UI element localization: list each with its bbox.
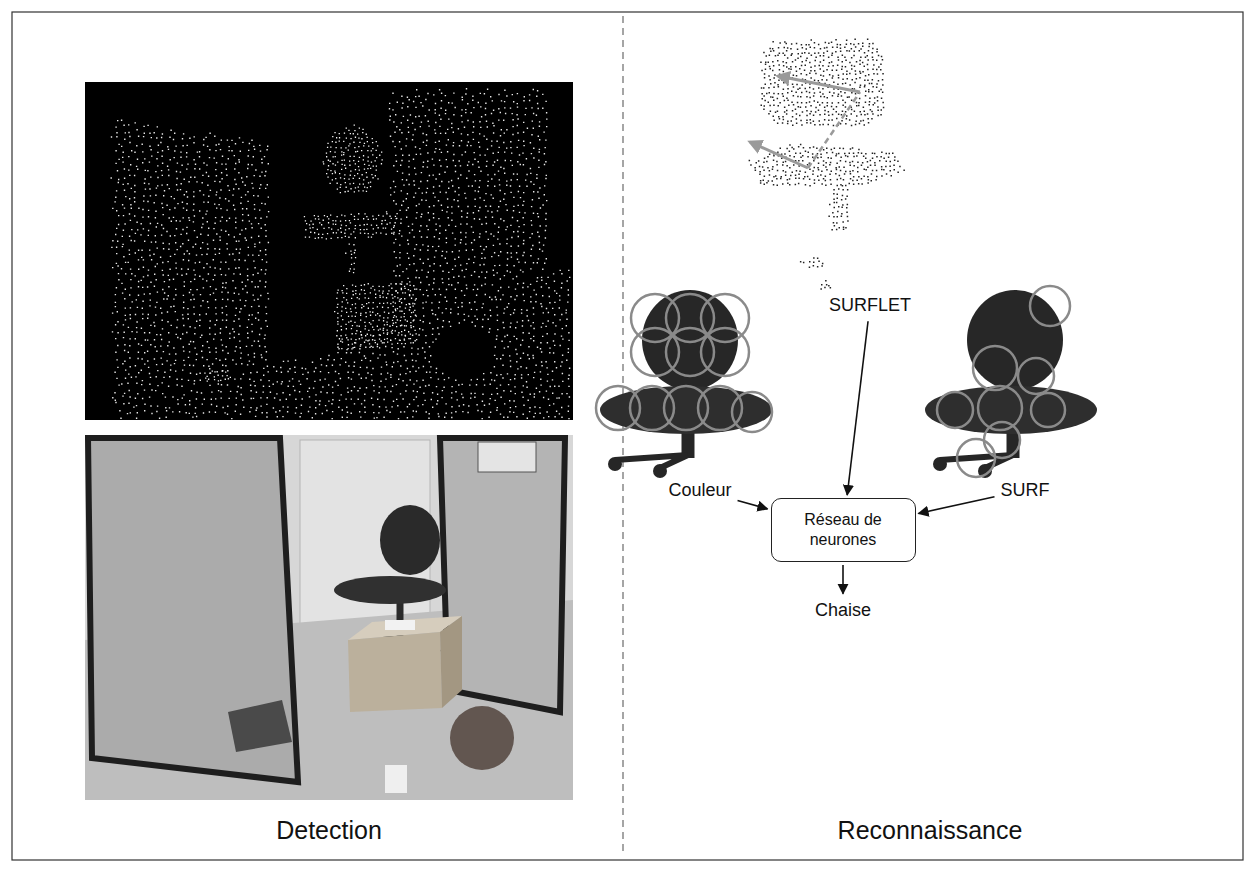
surflet-cloud — [749, 38, 905, 289]
feature-circle — [978, 386, 1022, 430]
box-front — [348, 632, 442, 712]
point-cloud-objects — [204, 124, 416, 381]
point-cloud-scene — [111, 88, 571, 419]
node-text: SURFLET — [829, 294, 911, 317]
feature-circle — [984, 422, 1020, 458]
photo-background — [85, 435, 573, 800]
arrow-connector — [919, 497, 995, 514]
chair-backrest — [380, 505, 440, 575]
feature-circle — [937, 392, 973, 428]
point-cloud-panel — [85, 82, 573, 420]
poster — [478, 442, 536, 472]
chair-points — [749, 38, 905, 289]
feature-label: SURF — [998, 477, 1053, 504]
chair-wheel — [933, 457, 947, 471]
feature-label: Couleur — [665, 477, 734, 504]
chair-seat — [334, 576, 446, 604]
node-text: Chaise — [815, 599, 871, 622]
arrow-connector — [847, 321, 868, 495]
normal-arrow — [750, 142, 808, 168]
feature-circle — [596, 386, 640, 430]
chair-surf-features — [925, 286, 1097, 478]
figure-frame — [12, 12, 1243, 860]
output-label: Chaise — [812, 597, 874, 624]
box-side — [440, 616, 462, 708]
chair-backrest — [967, 290, 1063, 390]
chair-seat — [600, 386, 772, 434]
panel-caption: Reconnaissance — [838, 816, 1023, 845]
chair-base — [615, 455, 688, 468]
feature-circle — [732, 392, 772, 432]
surflet-pair-line — [808, 92, 860, 168]
ball — [450, 706, 514, 770]
divider-dashed — [622, 16, 624, 856]
process-box: Réseau de neurones — [771, 498, 916, 562]
left-board — [88, 438, 298, 782]
right-board — [440, 438, 565, 712]
chair-color-features — [596, 290, 772, 478]
arrow-connector — [842, 565, 844, 594]
chair-wheel — [608, 457, 622, 471]
feature-circle — [701, 328, 749, 376]
feature-circle — [1018, 358, 1054, 394]
feature-label: SURFLET — [826, 292, 914, 319]
paper — [385, 765, 407, 793]
feature-circle — [1030, 286, 1070, 326]
normal-arrow — [778, 76, 860, 92]
feature-circle — [1031, 393, 1065, 427]
arrow-connector — [738, 500, 768, 508]
feature-circle — [664, 386, 708, 430]
box-label — [385, 620, 415, 630]
room-photo — [85, 435, 573, 800]
floor-object — [228, 700, 292, 752]
node-text: Couleur — [668, 479, 731, 502]
point-cloud-walls — [111, 88, 571, 419]
node-text: SURF — [1001, 479, 1050, 502]
node-text: Réseau de neurones — [782, 510, 905, 550]
feature-circle — [973, 346, 1017, 390]
panel-caption: Detection — [276, 816, 382, 845]
feature-circle — [630, 386, 674, 430]
feature-circle — [957, 439, 995, 477]
chair-seat — [925, 386, 1097, 434]
